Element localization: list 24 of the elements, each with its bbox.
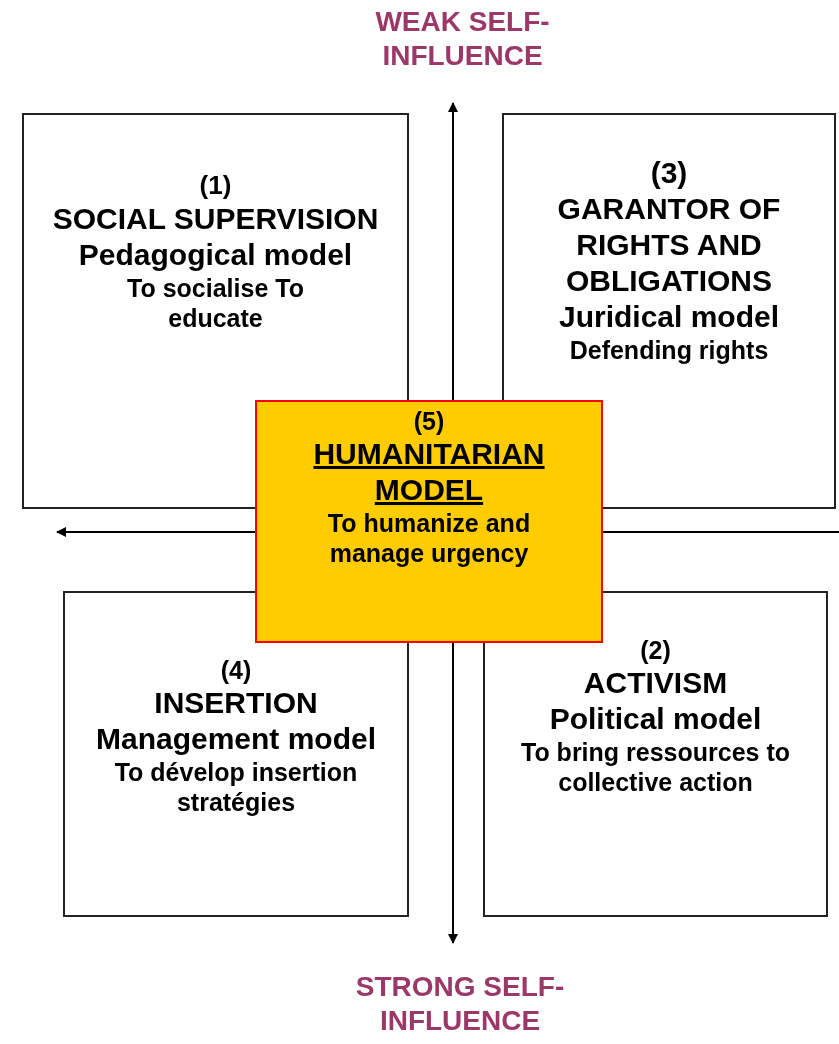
center-box xyxy=(255,400,603,643)
node-number: (2) xyxy=(640,635,671,665)
node-description: To humanize and manage urgency xyxy=(326,508,532,568)
node-title: SOCIAL SUPERVISION xyxy=(52,201,379,238)
model-name: Pedagogical model xyxy=(78,237,353,274)
quadrant-box xyxy=(63,591,409,917)
axis-label: STRONG SELF-INFLUENCE xyxy=(354,970,566,1038)
node-description: Defending rights xyxy=(569,335,769,365)
model-name: Juridical model xyxy=(558,299,780,335)
node-title: GARANTOR OF RIGHTS AND OBLIGATIONS xyxy=(556,191,782,299)
node-description: To bring ressources to collective action xyxy=(520,737,791,797)
quadrant-box xyxy=(483,591,828,917)
model-name: Management model xyxy=(95,721,377,757)
node-number: (3) xyxy=(650,155,688,191)
node-number: (1) xyxy=(199,170,232,202)
node-description: To socialise To educate xyxy=(126,273,305,334)
node-description: To dévelop insertion stratégies xyxy=(113,757,359,817)
node-number: (4) xyxy=(220,655,252,685)
axis-label: WEAK SELF-INFLUENCE xyxy=(374,5,551,73)
model-name: Political model xyxy=(549,701,762,737)
node-number: (5) xyxy=(413,406,445,436)
node-title: INSERTION xyxy=(154,685,318,721)
node-title: ACTIVISM xyxy=(583,665,728,701)
node-title: HUMANITARIAN MODEL xyxy=(312,436,546,508)
